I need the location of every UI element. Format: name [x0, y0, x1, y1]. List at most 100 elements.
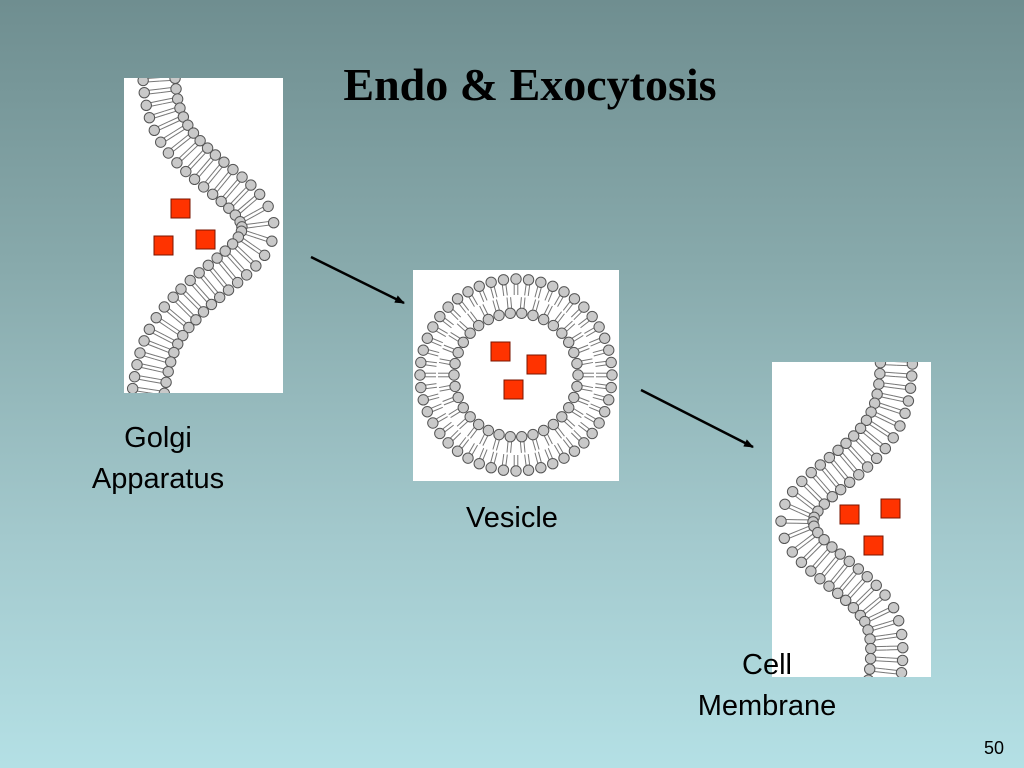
phospholipid: [596, 369, 618, 381]
lipid-tail: [173, 125, 183, 133]
lipid-tail: [482, 435, 489, 446]
lipid-head: [860, 414, 873, 427]
phospholipid: [544, 280, 559, 302]
lipid-tail: [547, 291, 553, 302]
lipid-head: [155, 136, 167, 148]
lipid-tail: [436, 330, 447, 337]
lipid-tail: [895, 376, 907, 378]
lipid-head: [497, 274, 510, 286]
lipid-tail: [470, 429, 478, 439]
lipid-tail: [452, 432, 462, 441]
lipid-tail: [855, 440, 865, 449]
phospholipid: [846, 563, 865, 583]
phospholipid: [462, 286, 478, 307]
lipid-tail: [847, 586, 856, 596]
phospholipid: [451, 293, 470, 313]
phospholipid: [894, 382, 917, 394]
phospholipid: [255, 233, 278, 247]
phospholipid: [161, 93, 184, 105]
phospholipid: [473, 280, 488, 302]
lipid-tail: [175, 318, 185, 327]
lipid-tail: [876, 412, 887, 418]
lipid-tail: [229, 253, 238, 263]
lipid-head: [180, 165, 192, 178]
lipid-head: [887, 432, 899, 444]
lipid-head: [222, 284, 235, 296]
phospholipid: [855, 453, 874, 473]
lipid-tail: [788, 507, 800, 513]
vesicle-label: Vesicle: [466, 502, 558, 534]
lipid-tail: [580, 320, 590, 329]
phospholipid: [193, 267, 212, 287]
phospholipid: [864, 633, 887, 645]
phospholipid: [584, 413, 605, 429]
lipid-tail: [862, 603, 872, 612]
lipid-head: [414, 369, 426, 381]
lipid-tail: [879, 611, 891, 617]
lipid-head: [148, 124, 160, 137]
phospholipid: [882, 615, 905, 628]
phospholipid: [448, 331, 469, 349]
lipid-tail: [811, 541, 820, 551]
lipid-tail: [865, 429, 875, 438]
phospholipid: [456, 320, 476, 339]
lipid-tail: [544, 449, 550, 460]
lipid-tail: [226, 255, 235, 265]
lipid-tail: [510, 441, 513, 453]
lipid-tail: [163, 131, 174, 139]
phospholipid: [434, 421, 454, 440]
lipid-head: [462, 286, 474, 298]
lipid-head: [834, 483, 847, 496]
lipid-tail: [824, 567, 832, 577]
lipid-tail: [495, 439, 500, 451]
lipid-head: [527, 309, 539, 322]
lipid-tail: [250, 247, 260, 255]
lipid-tail: [450, 331, 461, 339]
lipid-head: [606, 369, 618, 381]
lipid-tail: [831, 558, 839, 568]
lipid-tail: [216, 182, 225, 192]
cell-membrane-diagram: [772, 362, 931, 677]
lipid-tail: [468, 296, 475, 307]
slide-number: 50: [984, 738, 1005, 758]
lipid-tail: [790, 504, 801, 510]
lipid-tail: [437, 327, 448, 334]
lipid-tail: [578, 424, 588, 433]
lipid-tail: [866, 445, 875, 454]
lipid-head: [578, 437, 590, 449]
lipid-head: [843, 476, 856, 489]
lipid-tail: [595, 386, 607, 390]
lipid-tail: [894, 383, 906, 387]
phospholipid: [846, 461, 865, 481]
lipid-tail: [554, 311, 562, 321]
phospholipid: [570, 301, 590, 321]
lipid-head: [870, 579, 882, 592]
phospholipid: [571, 380, 594, 393]
lipid-tail: [436, 413, 447, 420]
lipid-tail: [544, 290, 550, 301]
lipid-head: [516, 431, 528, 443]
lipid-tail: [152, 332, 163, 339]
lipid-tail: [214, 166, 223, 176]
phospholipid: [415, 381, 437, 394]
phospholipid: [554, 443, 570, 464]
lipid-tail: [885, 668, 897, 671]
lipid-tail: [254, 209, 265, 217]
lipid-head: [892, 615, 905, 627]
phospholipid: [417, 393, 440, 406]
lipid-tail: [519, 441, 522, 453]
phospholipid: [180, 158, 199, 178]
lipid-head: [906, 370, 918, 382]
phospholipid: [820, 483, 838, 503]
lipid-tail: [157, 121, 169, 128]
lipid-tail: [431, 403, 442, 409]
lipid-head: [852, 563, 865, 575]
lipid-tail: [885, 672, 897, 675]
lipid-head: [818, 533, 830, 546]
lipid-tail: [815, 559, 824, 569]
lipid-tail: [839, 455, 848, 465]
phospholipid: [878, 427, 899, 444]
lipid-head: [236, 171, 248, 183]
lipid-tail: [822, 483, 831, 493]
lipid-head: [169, 78, 181, 85]
